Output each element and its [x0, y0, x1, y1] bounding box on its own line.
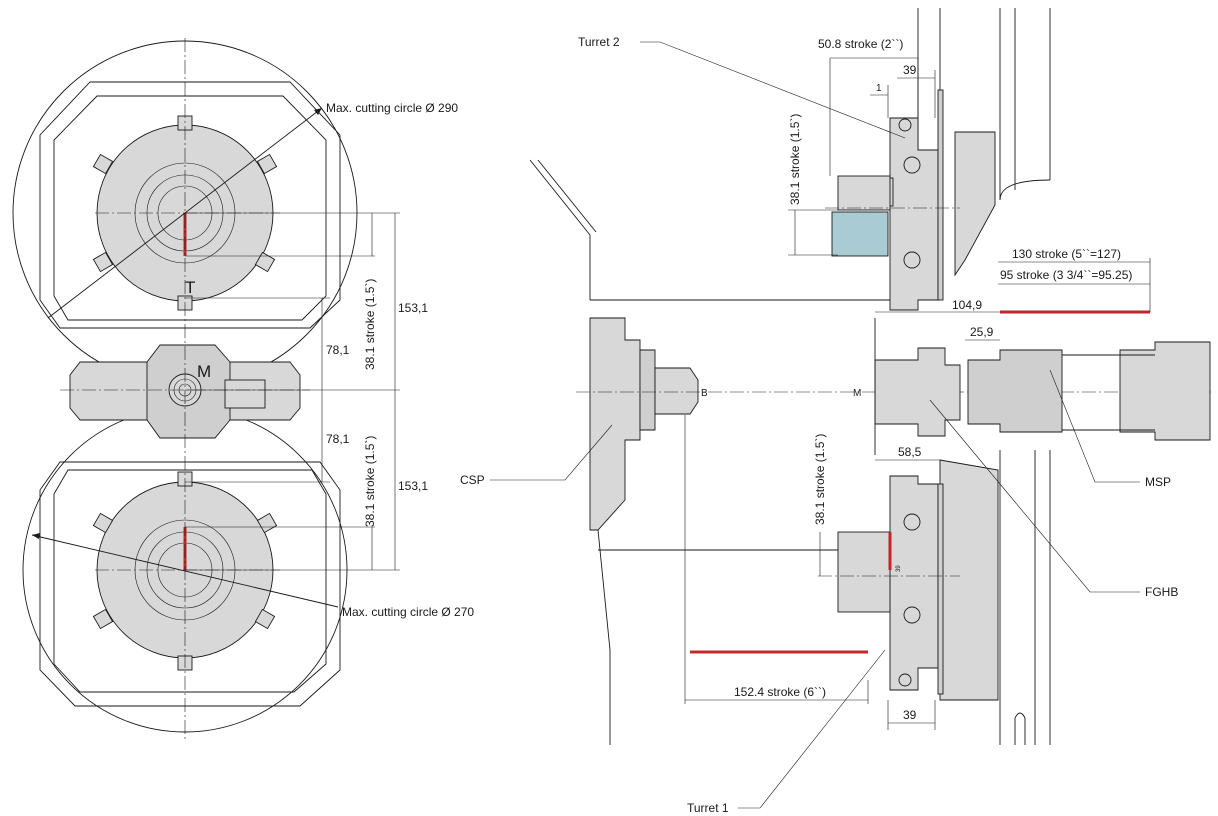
tool-stations-bottom	[92, 471, 278, 671]
guard-top-inner	[53, 95, 327, 321]
left-turret-view: Max. cutting circle Ø 290 Max. cutting c…	[12, 38, 474, 740]
turret-1-label: Turret 1	[687, 801, 729, 815]
dim-25-9: 25,9	[970, 325, 994, 339]
msp-label: MSP	[1145, 475, 1171, 489]
guard-top-outer	[39, 81, 341, 329]
dim-153-bottom: 153,1	[398, 479, 428, 493]
tool-holder-teal	[831, 211, 889, 257]
stroke-label-top: 38.1 stroke (1.5`)	[363, 279, 377, 370]
right-section-view: Turret 2 Turret 1 CSP MSP FGHB B M 50.8 …	[460, 8, 1212, 815]
turret-2-label: Turret 2	[578, 35, 620, 49]
stroke-130-label: 130 stroke (5``=127)	[1012, 247, 1121, 261]
guard-bottom-inner	[53, 469, 327, 693]
small-mark-39: 39	[896, 565, 902, 572]
csp-label: CSP	[460, 473, 485, 487]
diameter-line-bottom	[31, 534, 339, 608]
stroke-95-label: 95 stroke (3 3/4``=95.25)	[1000, 268, 1132, 282]
max-circle-bottom-label: Max. cutting circle Ø 270	[342, 605, 474, 619]
stroke-50-8-label: 50.8 stroke (2``)	[818, 37, 903, 51]
max-circle-top-label: Max. cutting circle Ø 290	[326, 101, 458, 115]
turret-1-body	[889, 475, 939, 691]
dim-39-bottom: 39	[903, 708, 917, 722]
b-label: B	[701, 388, 708, 399]
dim-58-5: 58,5	[898, 445, 922, 459]
turret-2-body	[889, 117, 939, 311]
stroke-152-4-label: 152.4 stroke (6``)	[734, 685, 826, 699]
fghb-label: FGHB	[1145, 585, 1178, 599]
dim-153-top: 153,1	[398, 301, 428, 315]
dim-78-bottom: 78,1	[326, 432, 350, 446]
marker-t: T	[185, 278, 195, 297]
main-spindle-right	[874, 347, 961, 437]
counter-spindle	[589, 317, 641, 531]
stroke-38-1-top-label: 38.1 stroke (1.5`)	[788, 114, 802, 205]
dim-104-9: 104,9	[952, 298, 982, 312]
marker-m: M	[197, 362, 211, 381]
dim-1: 1	[876, 83, 882, 94]
dim-39-top: 39	[903, 63, 917, 77]
stroke-38-1-bottom-label: 38.1 stroke (1.5`)	[813, 434, 827, 525]
stroke-label-bottom: 38.1 stroke (1.5`)	[363, 436, 377, 527]
m-label: M	[853, 388, 861, 399]
dim-78-top: 78,1	[326, 343, 350, 357]
guard-bottom-outer	[39, 461, 341, 707]
